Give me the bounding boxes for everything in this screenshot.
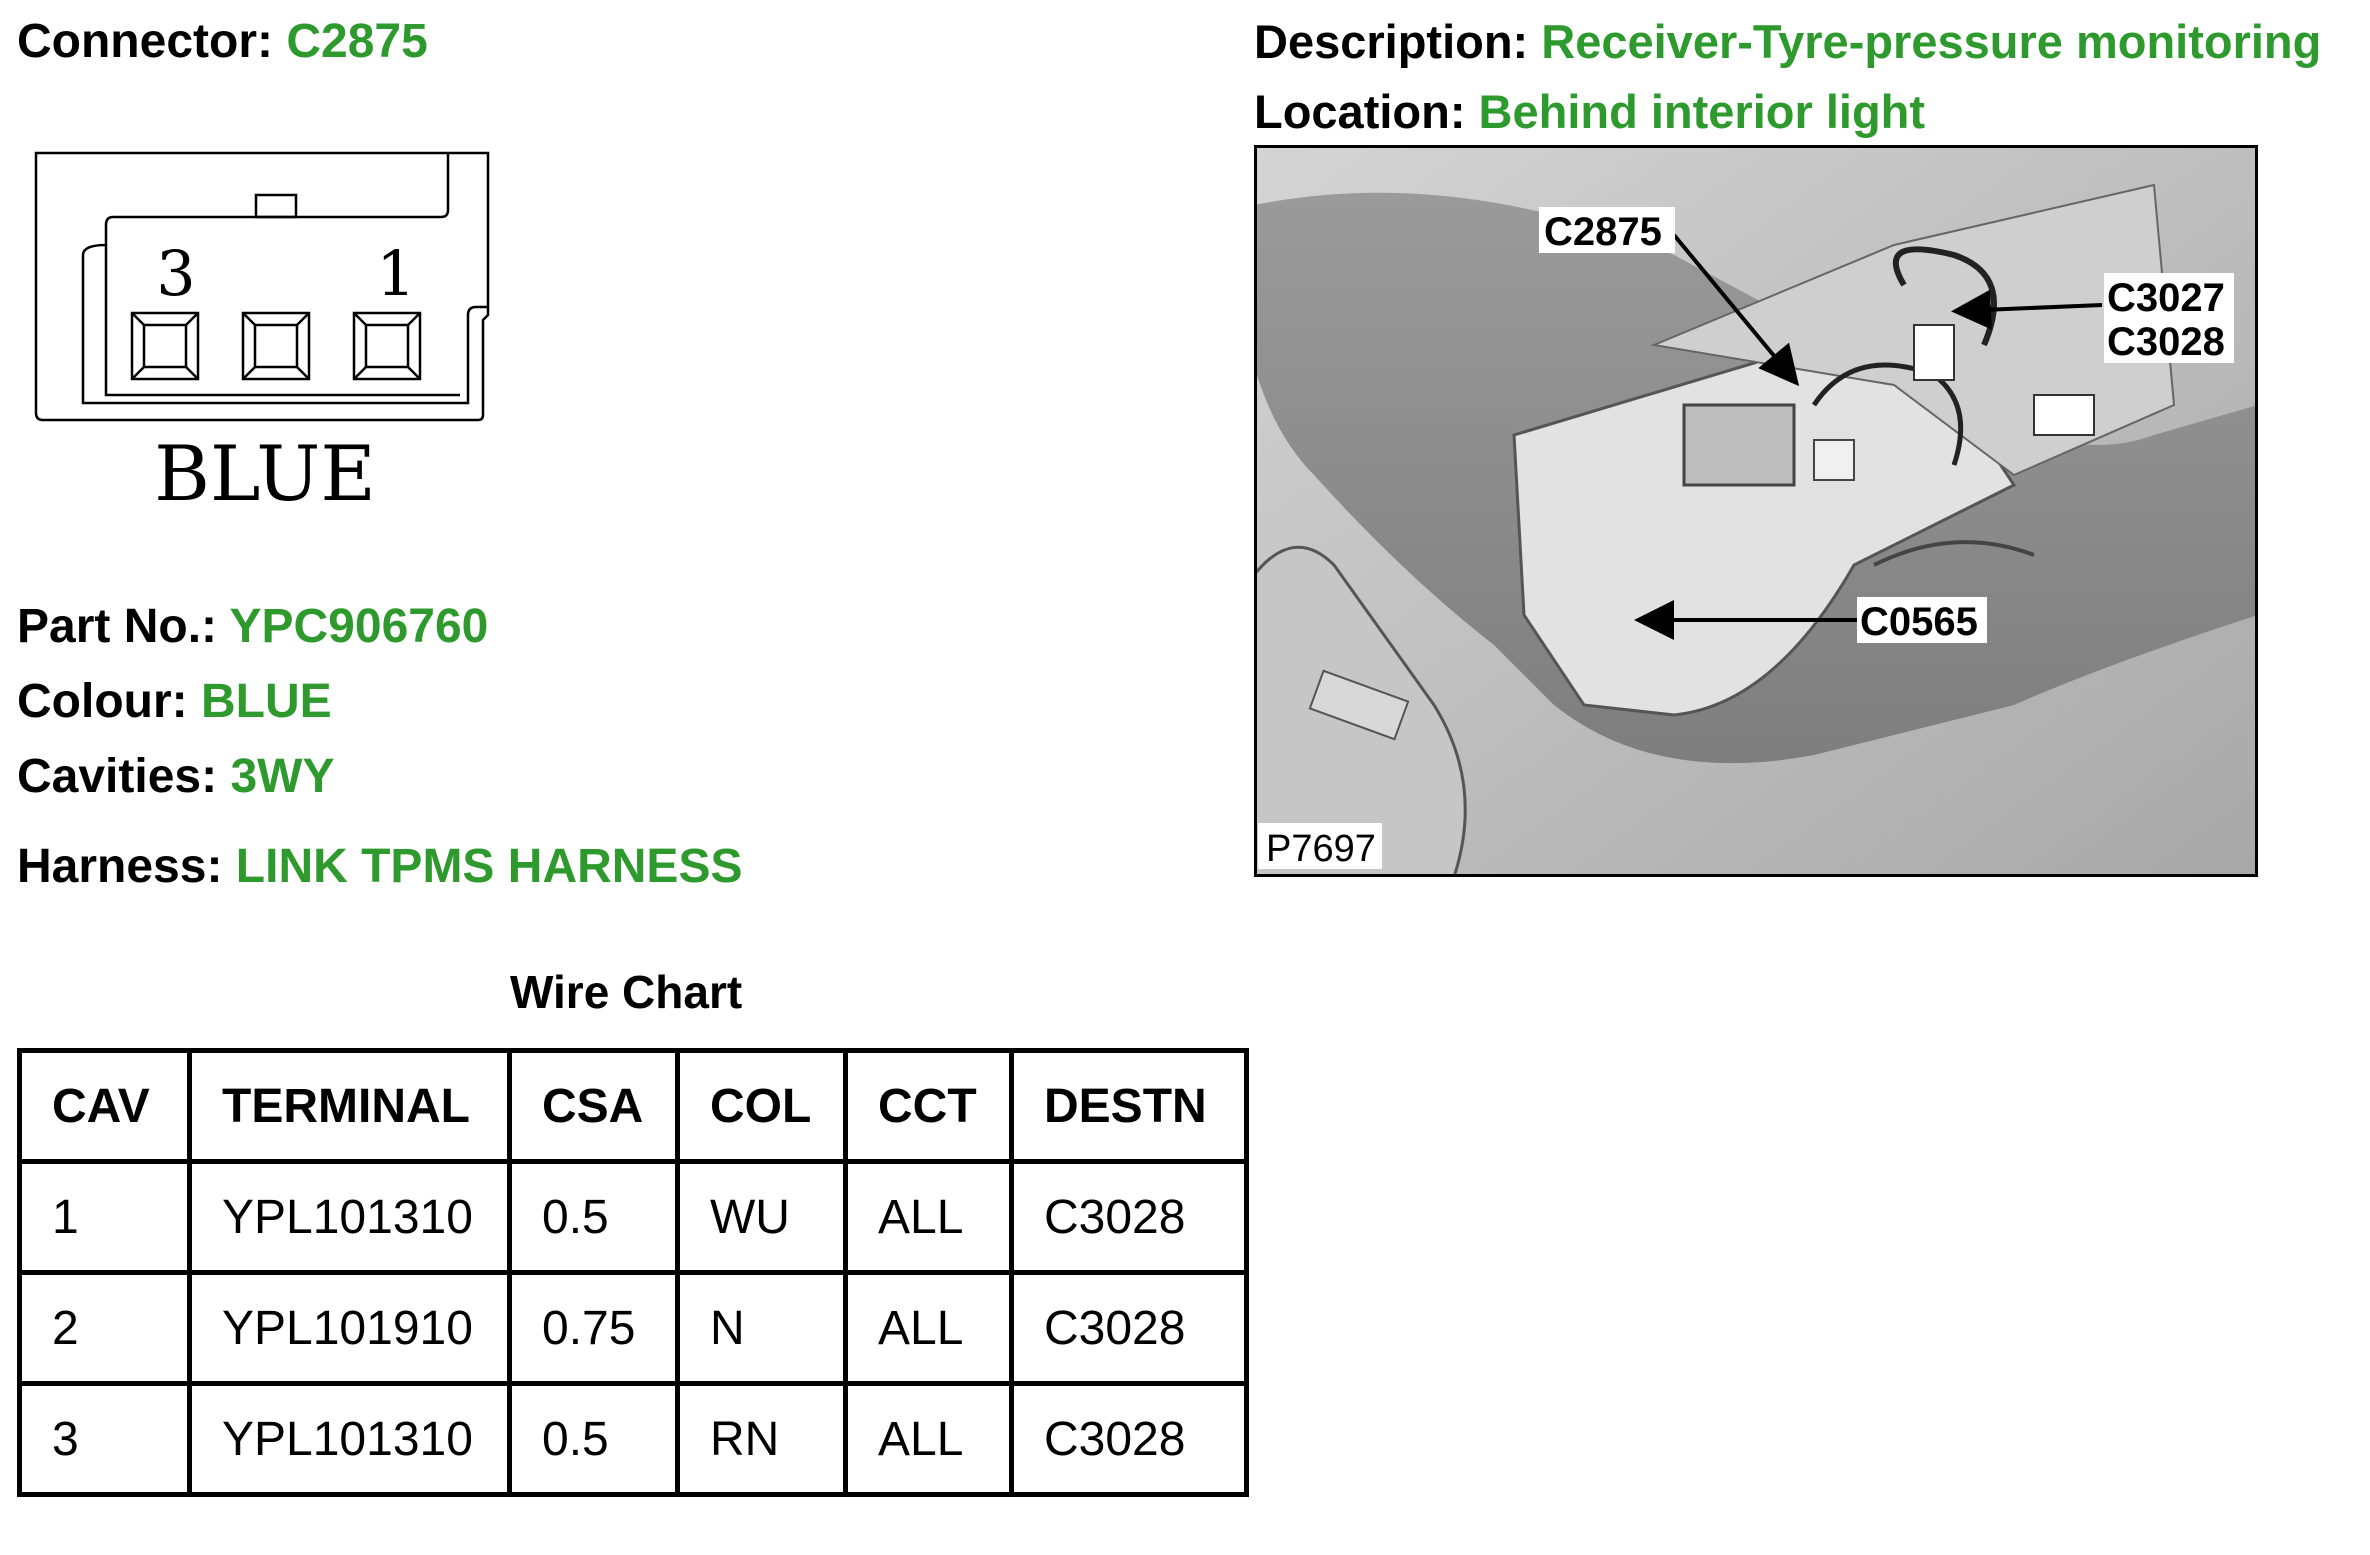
pin-label-left: 3 xyxy=(156,237,195,310)
photo-ref: P7697 xyxy=(1266,828,1376,870)
header-terminal: TERMINAL xyxy=(187,1048,512,1164)
connector-label: Connector: xyxy=(17,15,273,68)
cell-csa: 0.5 xyxy=(507,1381,680,1497)
table-header-row: CAV TERMINAL CSA COL CCT DESTN xyxy=(17,1048,1249,1164)
wire-chart-table: CAV TERMINAL CSA COL CCT DESTN 1 YPL1013… xyxy=(17,1048,1249,1497)
cell-destn: C3028 xyxy=(1009,1159,1249,1275)
cell-col: WU xyxy=(675,1159,848,1275)
table-row: 1 YPL101310 0.5 WU ALL C3028 xyxy=(17,1159,1249,1275)
cell-cct: ALL xyxy=(843,1381,1014,1497)
wire-chart-title: Wire Chart xyxy=(510,966,743,1018)
table-row: 3 YPL101310 0.5 RN ALL C3028 xyxy=(17,1381,1249,1497)
location-value: Behind interior light xyxy=(1478,85,1926,138)
cell-destn: C3028 xyxy=(1009,1270,1249,1386)
harness-value: LINK TPMS HARNESS xyxy=(235,840,743,893)
callout-c3028: C3028 xyxy=(2107,320,2225,364)
part-no-value: YPC906760 xyxy=(229,600,489,653)
cavities-label: Cavities: xyxy=(17,750,218,803)
connector-value: C2875 xyxy=(286,15,428,68)
header-cav: CAV xyxy=(17,1048,192,1164)
connector-colour-text: BLUE xyxy=(154,429,376,518)
colour-label: Colour: xyxy=(17,675,188,728)
cell-col: RN xyxy=(675,1381,848,1497)
part-no-label: Part No.: xyxy=(17,600,218,653)
colour-field: Colour: BLUE xyxy=(17,678,332,726)
location-field: Location: Behind interior light xyxy=(1254,88,1925,135)
header-destn: DESTN xyxy=(1009,1048,1249,1164)
cell-terminal: YPL101310 xyxy=(187,1159,512,1275)
connector-location-photo: C2875 C3027 C3028 C0565 P7697 xyxy=(1254,145,2258,877)
cell-csa: 0.5 xyxy=(507,1159,680,1275)
connector-face-diagram: 3 1 BLUE xyxy=(34,151,490,518)
cell-cct: ALL xyxy=(843,1159,1014,1275)
cell-csa: 0.75 xyxy=(507,1270,680,1386)
pin-label-right: 1 xyxy=(376,237,415,310)
callout-c3027: C3027 xyxy=(2107,276,2225,320)
cavities-value: 3WY xyxy=(230,750,335,803)
harness-label: Harness: xyxy=(17,840,223,893)
cavities-field: Cavities: 3WY xyxy=(17,753,334,801)
description-field: Description: Receiver-Tyre-pressure moni… xyxy=(1254,18,2321,65)
cell-destn: C3028 xyxy=(1009,1381,1249,1497)
cell-cav: 3 xyxy=(17,1381,192,1497)
cell-cct: ALL xyxy=(843,1270,1014,1386)
header-csa: CSA xyxy=(507,1048,680,1164)
part-no-field: Part No.: YPC906760 xyxy=(17,603,488,651)
description-label: Description: xyxy=(1254,15,1529,68)
connector-field: Connector: C2875 xyxy=(17,18,428,66)
cell-terminal: YPL101310 xyxy=(187,1381,512,1497)
cell-cav: 1 xyxy=(17,1159,192,1275)
location-label: Location: xyxy=(1254,85,1466,138)
cell-cav: 2 xyxy=(17,1270,192,1386)
table-row: 2 YPL101910 0.75 N ALL C3028 xyxy=(17,1270,1249,1386)
callout-c0565: C0565 xyxy=(1860,600,1978,644)
harness-field: Harness: LINK TPMS HARNESS xyxy=(17,843,742,891)
colour-value: BLUE xyxy=(200,675,332,728)
cell-terminal: YPL101910 xyxy=(187,1270,512,1386)
header-cct: CCT xyxy=(843,1048,1014,1164)
description-value: Receiver-Tyre-pressure monitoring xyxy=(1541,15,2322,68)
callout-c2875: C2875 xyxy=(1544,210,1662,254)
cell-col: N xyxy=(675,1270,848,1386)
header-col: COL xyxy=(675,1048,848,1164)
